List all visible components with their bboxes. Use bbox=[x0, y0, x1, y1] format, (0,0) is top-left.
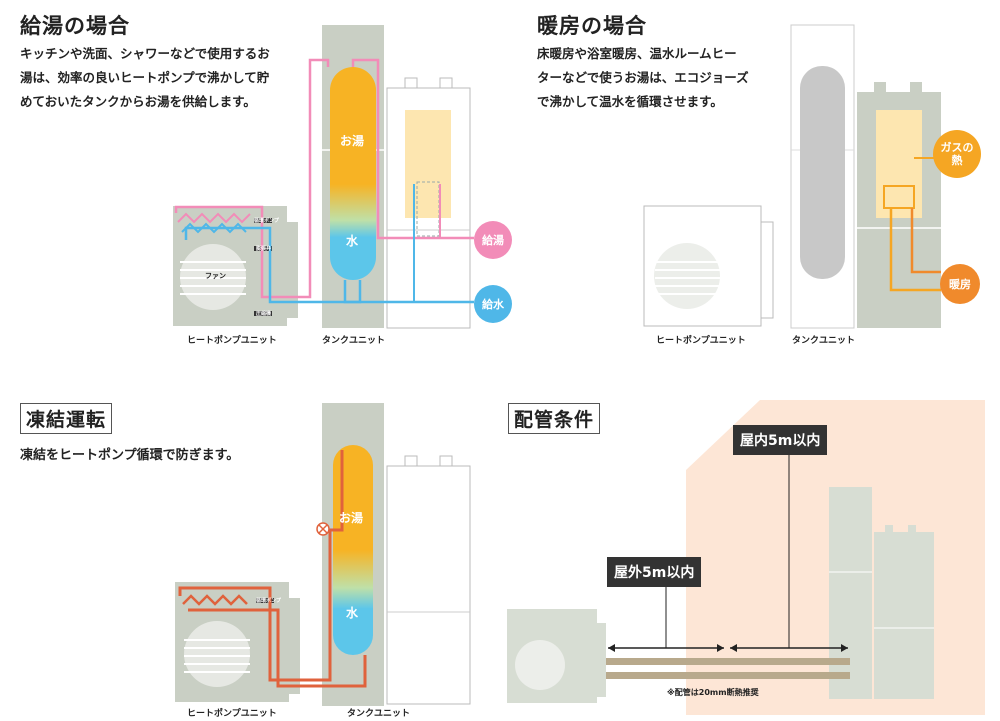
hot-supply-badge: 給湯 bbox=[474, 221, 512, 259]
tank-unit-4 bbox=[829, 487, 872, 699]
piping-title: 配管条件 bbox=[508, 403, 601, 434]
desc-line-3: めておいたタンクからお湯を供給します。 bbox=[20, 94, 256, 109]
pump-small-label-3: 循環ポンプ bbox=[256, 598, 281, 604]
heating-desc-line-3: で沸かして温水を循環させます。 bbox=[537, 94, 723, 109]
tank-water-label: 水 bbox=[346, 234, 359, 248]
fan-icon-3 bbox=[184, 621, 250, 687]
desc-line-1: キッチンや洗面、シャワーなどで使用するお bbox=[20, 46, 270, 61]
hot-water-tank bbox=[330, 67, 376, 280]
hot-water-title: 給湯の場合 bbox=[20, 14, 130, 38]
insulated-pipe-upper bbox=[606, 658, 850, 665]
piping-diagram bbox=[507, 400, 985, 715]
heating-description: 床暖房や浴室暖房、温水ルームヒー ターなどで使うお湯は、エコジョーズ で沸かして… bbox=[537, 42, 749, 114]
heat-pump-caption: ヒートポンプユニット bbox=[187, 336, 277, 346]
tank-caption-3: タンクユニット bbox=[347, 709, 411, 719]
heating-title: 暖房の場合 bbox=[537, 14, 647, 38]
hot-water-description: キッチンや洗面、シャワーなどで使用するお 湯は、効率の良いヒートポンプで沸かして… bbox=[20, 42, 270, 114]
freeze-diagram bbox=[175, 403, 471, 706]
fan-icon-2 bbox=[654, 243, 720, 309]
freeze-description: 凍結をヒートポンプ循環で防ぎます。 bbox=[20, 448, 240, 463]
hot-water-tank-3 bbox=[333, 445, 373, 655]
valve-small-label: 膨張弁 bbox=[256, 246, 272, 252]
heat-pump-caption-3: ヒートポンプユニット bbox=[187, 709, 277, 719]
boiler-burner bbox=[405, 110, 451, 218]
desc-line-2: 湯は、効率の良いヒートポンプで沸かして貯 bbox=[20, 70, 270, 85]
heat-pump-caption-2: ヒートポンプユニット bbox=[656, 336, 746, 346]
freeze-title: 凍結運転 bbox=[20, 403, 113, 434]
tank-gray bbox=[800, 66, 845, 279]
compressor-small-label: 圧縮機 bbox=[256, 311, 272, 317]
tank-hot-label-3: お湯 bbox=[339, 511, 364, 525]
fan-icon-4 bbox=[515, 640, 565, 690]
tank-caption: タンクユニット bbox=[322, 336, 386, 346]
gas-heat-badge: ガスの熱 bbox=[933, 130, 981, 178]
boiler-unit-4 bbox=[874, 532, 934, 699]
pump-small-label: 循環ポンプ bbox=[254, 218, 279, 224]
boiler-unit-body-3 bbox=[386, 465, 471, 705]
piping-note: ※配管は20mm断熱推奨 bbox=[667, 688, 759, 697]
tank-hot-label: お湯 bbox=[340, 134, 365, 148]
heating-desc-line-1: 床暖房や浴室暖房、温水ルームヒー bbox=[537, 46, 737, 61]
hot-water-diagram bbox=[173, 25, 474, 329]
heating-diagram bbox=[643, 24, 941, 329]
heating-desc-line-2: ターなどで使うお湯は、エコジョーズ bbox=[537, 70, 749, 85]
tank-water-label-3: 水 bbox=[346, 606, 359, 620]
tank-caption-2: タンクユニット bbox=[792, 336, 856, 346]
insulated-pipe-lower bbox=[606, 672, 850, 679]
boiler-burner-2 bbox=[876, 110, 922, 218]
outdoor-limit-tag: 屋外5m以内 bbox=[607, 557, 702, 587]
water-supply-badge: 給水 bbox=[474, 285, 512, 323]
indoor-limit-tag: 屋内5m以内 bbox=[733, 425, 828, 455]
heating-badge: 暖房 bbox=[940, 264, 980, 304]
fan-label: ファン bbox=[205, 272, 226, 280]
